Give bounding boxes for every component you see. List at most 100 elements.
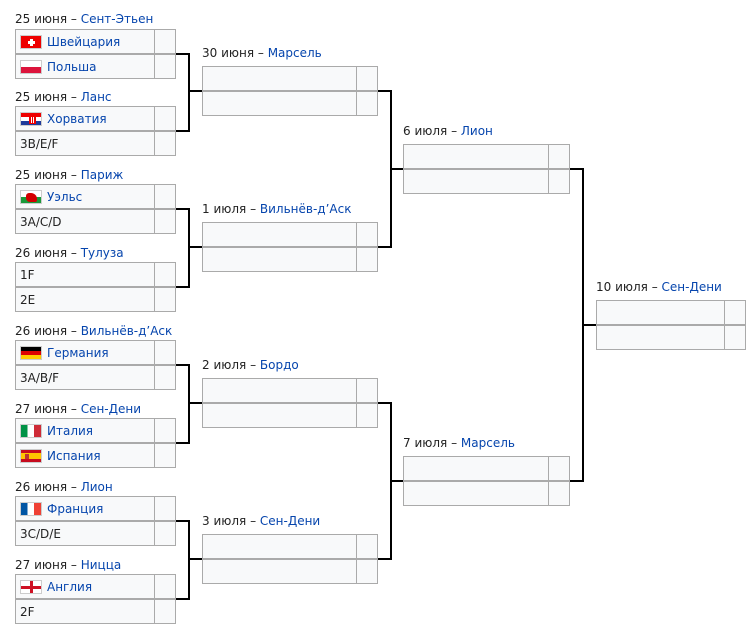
r16-qf-connector [189, 402, 202, 404]
team-cell: Германия [16, 341, 154, 364]
r16-match-1-header: 25 июня – Сент-Этьен [15, 12, 153, 26]
qf-match-4-header: 3 июля – Сен-Дени [202, 514, 320, 528]
r16-qf-connector [188, 53, 190, 132]
score-cell [724, 301, 745, 324]
score-cell [154, 55, 175, 78]
team-cell: 3A/B/F [16, 366, 154, 389]
score-cell [154, 497, 175, 520]
venue-link[interactable]: Марсель [267, 46, 322, 60]
team-link[interactable]: Уэльс [47, 189, 83, 204]
score-cell [356, 404, 377, 427]
match-date: 10 июля [596, 280, 648, 294]
sf-match-2-team-2 [403, 481, 570, 506]
score-cell [154, 522, 175, 545]
team-cell: 2E [16, 288, 154, 311]
venue-link[interactable]: Марсель [460, 436, 515, 450]
team-cell [203, 404, 356, 427]
score-cell [548, 457, 569, 480]
venue-link[interactable]: Ницца [80, 558, 122, 572]
date-separator: – [246, 202, 260, 216]
sf-match-1-team-2 [403, 169, 570, 194]
date-separator: – [447, 124, 461, 138]
match-date: 26 июня [15, 480, 68, 494]
date-separator: – [67, 480, 81, 494]
r16-qf-connector [188, 520, 190, 600]
sf-match-2-team-1 [403, 456, 570, 481]
final-match-header: 10 июля – Сен-Дени [596, 280, 722, 294]
date-separator: – [67, 246, 81, 260]
r16-match-3-team-1: Уэльс [15, 184, 176, 209]
team-link[interactable]: Швейцария [47, 34, 121, 49]
score-cell [154, 132, 175, 155]
qf-match-3-team-2 [202, 403, 378, 428]
r16-match-4-team-2: 2E [15, 287, 176, 312]
date-separator: – [67, 558, 81, 572]
r16-match-6-team-1: Италия [15, 418, 176, 443]
team-link[interactable]: Хорватия [47, 111, 107, 126]
sf-final-connector [570, 168, 583, 170]
date-separator: – [647, 280, 662, 294]
venue-link[interactable]: Лион [80, 480, 113, 494]
team-link[interactable]: Англия [47, 579, 93, 594]
r16-match-8-header: 27 июня – Ницца [15, 558, 121, 572]
venue-link[interactable]: Вильнёв-д’Аск [80, 324, 173, 338]
venue-link[interactable]: Вильнёв-д’Аск [259, 202, 352, 216]
venue-link[interactable]: Бордо [259, 358, 299, 372]
r16-qf-connector [176, 53, 189, 55]
venue-link[interactable]: Сен-Дени [80, 402, 142, 416]
r16-qf-connector [176, 286, 189, 288]
venue-link[interactable]: Ланс [80, 90, 112, 104]
score-cell [548, 170, 569, 193]
venue-link[interactable]: Тулуза [80, 246, 124, 260]
r16-qf-connector [188, 208, 190, 288]
venue-link[interactable]: Сент-Этьен [80, 12, 154, 26]
date-separator: – [67, 402, 81, 416]
team-placeholder: 1F [20, 267, 35, 282]
team-link[interactable]: Польша [47, 59, 97, 74]
qf-match-2-header: 1 июля – Вильнёв-д’Аск [202, 202, 351, 216]
match-date: 2 июля [202, 358, 247, 372]
r16-qf-connector [176, 364, 189, 366]
team-cell [203, 248, 356, 271]
r16-match-2-team-2: 3B/E/F [15, 131, 176, 156]
team-cell: 1F [16, 263, 154, 286]
qf-match-2-team-1 [202, 222, 378, 247]
team-link[interactable]: Испания [47, 448, 101, 463]
r16-match-6-header: 27 июня – Сен-Дени [15, 402, 141, 416]
venue-link[interactable]: Лион [460, 124, 493, 138]
r16-match-5-team-1: Германия [15, 340, 176, 365]
r16-match-6-team-2: Испания [15, 443, 176, 468]
match-date: 27 июня [15, 402, 68, 416]
score-cell [154, 185, 175, 208]
match-date: 3 июля [202, 514, 247, 528]
match-date: 26 июня [15, 246, 68, 260]
team-cell: Швейцария [16, 30, 154, 53]
score-cell [154, 575, 175, 598]
score-cell [548, 145, 569, 168]
venue-link[interactable]: Сен-Дени [661, 280, 722, 294]
team-cell [203, 379, 356, 402]
score-cell [356, 223, 377, 246]
r16-match-5-team-2: 3A/B/F [15, 365, 176, 390]
date-separator: – [246, 358, 260, 372]
venue-link[interactable]: Сен-Дени [259, 514, 321, 528]
qf-match-1-team-1 [202, 66, 378, 91]
team-cell: Англия [16, 575, 154, 598]
venue-link[interactable]: Париж [80, 168, 124, 182]
team-cell [203, 92, 356, 115]
qf-match-3-header: 2 июля – Бордо [202, 358, 299, 372]
score-cell [154, 419, 175, 442]
final-team-1 [596, 300, 746, 325]
sf-final-connector [583, 324, 596, 326]
team-cell [203, 223, 356, 246]
match-date: 27 июня [15, 558, 68, 572]
team-link[interactable]: Италия [47, 423, 94, 438]
team-link[interactable]: Германия [47, 345, 109, 360]
team-cell: Италия [16, 419, 154, 442]
score-cell [154, 107, 175, 130]
score-cell [154, 341, 175, 364]
r16-match-8-team-1: Англия [15, 574, 176, 599]
score-cell [154, 366, 175, 389]
sf-match-2-header: 7 июля – Марсель [403, 436, 515, 450]
team-link[interactable]: Франция [47, 501, 104, 516]
